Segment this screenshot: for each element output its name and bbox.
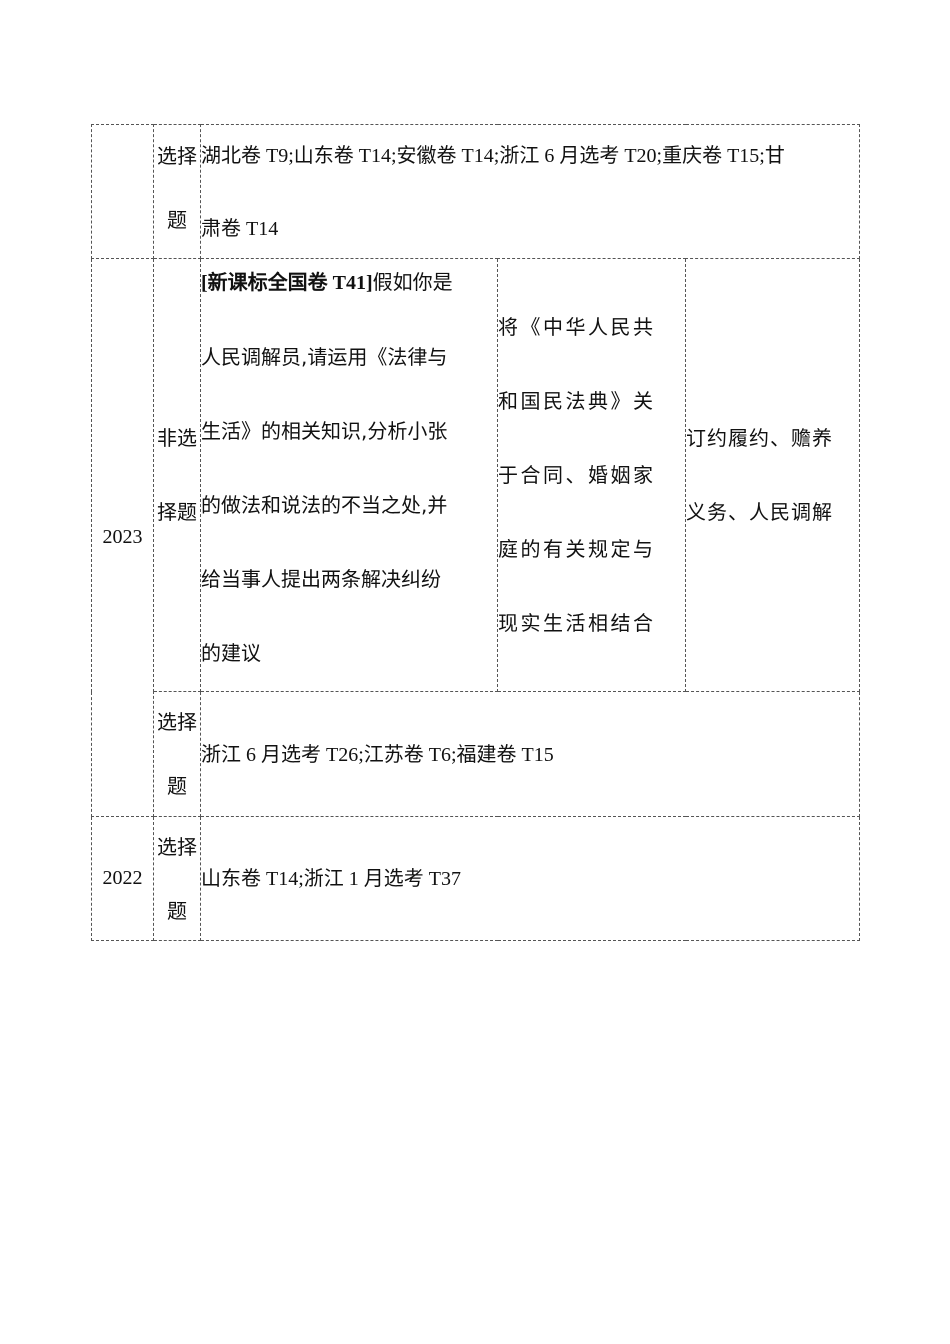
question-line: 给当事人提出两条解决纠纷 (201, 566, 441, 591)
question-line: 人民调解员,请运用《法律与 (201, 344, 448, 369)
method-line: 和国民法典》关 (498, 389, 656, 413)
knowledge-points-cell: 订约履约、赡养 义务、人民调解 (684, 258, 861, 692)
question-line: 的建议 (201, 640, 261, 665)
question-type-line: 题 (167, 898, 187, 923)
references-text: 浙江 6 月选考 T26;江苏卷 T6;福建卷 T15 (201, 743, 554, 766)
references-cell: 湖北卷 T9;山东卷 T14;安徽卷 T14;浙江 6 月选考 T20;重庆卷 … (199, 124, 861, 259)
references-text: 山东卷 T14;浙江 1 月选考 T37 (201, 867, 461, 890)
question-cell: [新课标全国卷 T41]假如你是 人民调解员,请运用《法律与 生活》的相关知识,… (200, 258, 498, 692)
question-type-line: 题 (167, 774, 187, 798)
year-cell (91, 124, 154, 259)
method-line: 现实生活相结合 (498, 611, 656, 635)
table-row: 选择 题 浙江 6 月选考 T26;江苏卷 T6;福建卷 T15 (92, 691, 861, 817)
method-line: 将《中华人民共 (498, 315, 656, 339)
year-cell: 2022 (91, 816, 154, 941)
method-cell: 将《中华人民共 和国民法典》关 于合同、婚姻家 庭的有关规定与 现实生活相结合 (497, 258, 686, 692)
year-cell: 2023 (91, 258, 154, 817)
question-type-line: 选择 (157, 143, 197, 168)
knowledge-points-line: 义务、人民调解 (686, 500, 833, 524)
table-row: 选择 题 湖北卷 T9;山东卷 T14;安徽卷 T14;浙江 6 月选考 T20… (91, 124, 861, 259)
method-line: 于合同、婚姻家 (498, 463, 656, 487)
references-cell: 浙江 6 月选考 T26;江苏卷 T6;福建卷 T15 (199, 691, 861, 817)
question-type-line: 题 (167, 207, 187, 232)
references-line: 肃卷 T14 (201, 217, 279, 240)
question-type-cell: 选择 题 (153, 691, 201, 817)
references-line: 湖北卷 T9;山东卷 T14;安徽卷 T14;浙江 6 月选考 T20;重庆卷 … (201, 144, 785, 167)
method-line: 庭的有关规定与 (498, 537, 656, 561)
question-line: 的做法和说法的不当之处,并 (201, 492, 448, 517)
question-type-cell: 选择 题 (153, 816, 201, 941)
question-type-cell: 非选 择题 (153, 258, 201, 692)
knowledge-points-line: 订约履约、赡养 (686, 426, 833, 450)
table-row: 2022 选择 题 山东卷 T14;浙江 1 月选考 T37 (91, 816, 861, 941)
question-line: [新课标全国卷 T41]假如你是 (201, 253, 497, 312)
question-text: 假如你是 (372, 269, 453, 294)
question-type-line: 选择 (157, 834, 197, 859)
table-row: 2023 非选 择题 [新课标全国卷 T41]假如你是 人民调解员,请运用《法律… (91, 258, 861, 817)
question-type-cell: 选择 题 (153, 124, 201, 259)
question-source: [新课标全国卷 T41] (201, 271, 373, 294)
question-type-line: 择题 (157, 500, 197, 524)
question-type-line: 选择 (157, 710, 197, 734)
question-line: 生活》的相关知识,分析小张 (201, 418, 448, 443)
question-type-line: 非选 (157, 426, 197, 450)
references-cell: 山东卷 T14;浙江 1 月选考 T37 (199, 816, 861, 941)
exam-analysis-table: 选择 题 湖北卷 T9;山东卷 T14;安徽卷 T14;浙江 6 月选考 T20… (91, 124, 861, 941)
